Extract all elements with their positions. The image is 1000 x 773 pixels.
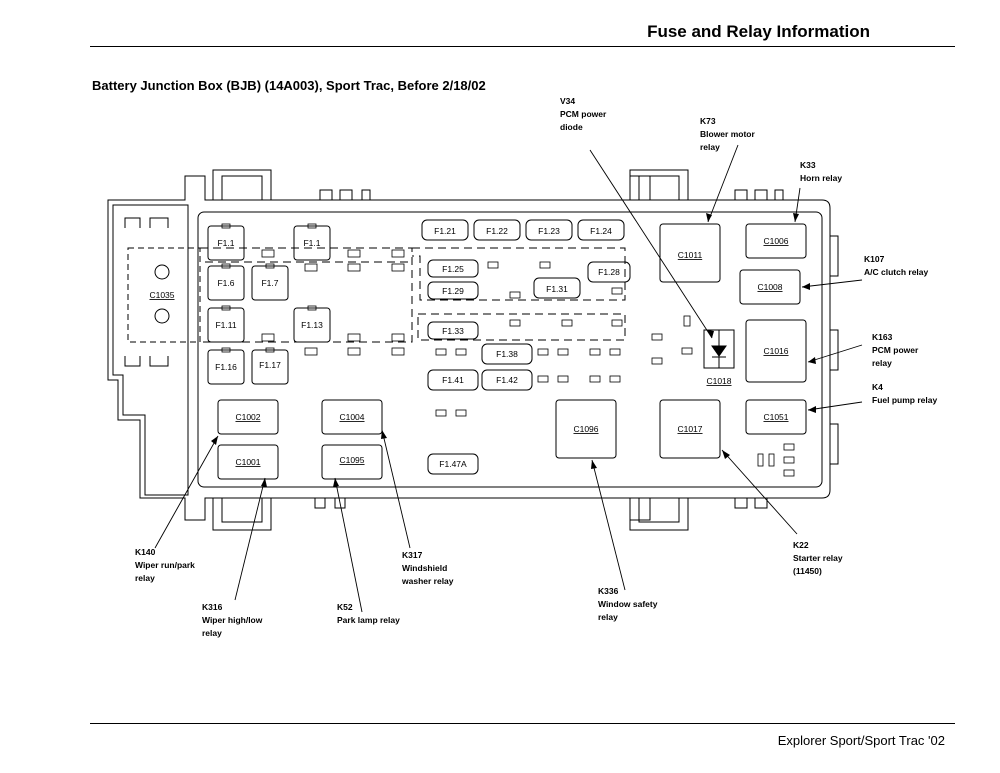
connector-c1016: C1016 [763, 346, 788, 356]
connector-c1002: C1002 [235, 412, 260, 422]
callout-k33-id: K33 [800, 160, 816, 170]
fuse-f1-21: F1.21 [434, 226, 456, 236]
callout-k316-line1: Wiper high/low [202, 615, 263, 625]
diagram-title: Battery Junction Box (BJB) (14A003), Spo… [92, 78, 486, 93]
leader-k52 [334, 477, 363, 613]
connector-c1008: C1008 [757, 282, 782, 292]
callout-k107-id: K107 [864, 254, 885, 264]
callout-k73-line2: relay [700, 142, 720, 152]
leader-k316 [234, 477, 266, 601]
callout-k73-line1: Blower motor [700, 129, 755, 139]
callout-k163-id: K163 [872, 332, 893, 342]
leader-k163 [807, 344, 863, 363]
callout-k140-line2: relay [135, 573, 155, 583]
connector-c1011: C1011 [678, 250, 703, 260]
fuse-f1-42: F1.42 [496, 375, 518, 385]
connector-c1096: C1096 [573, 424, 598, 434]
callout-k317-line2: washer relay [401, 576, 454, 586]
fuse-f1-13: F1.13 [301, 320, 323, 330]
callout-k107-line1: A/C clutch relay [864, 267, 929, 277]
callout-k22-line2: (11450) [793, 566, 822, 576]
leader-k336 [591, 459, 626, 591]
footer-text: Explorer Sport/Sport Trac '02 [777, 733, 945, 748]
fuse-f1-23: F1.23 [538, 226, 560, 236]
header-divider [90, 46, 955, 47]
callout-k317-id: K317 [402, 550, 423, 560]
leader-k4 [807, 401, 863, 411]
callout-k316-line2: relay [202, 628, 222, 638]
callout-k4-line1: Fuel pump relay [872, 395, 937, 405]
connector-c1035: C1035 [149, 290, 174, 300]
fuse-f1-1-right: F1.1 [303, 238, 320, 248]
leader-k22 [721, 449, 798, 535]
footer-divider [90, 723, 955, 724]
callout-k336-id: K336 [598, 586, 619, 596]
fuse-f1-22: F1.22 [486, 226, 508, 236]
leader-v34 [589, 149, 713, 339]
fuse-f1-28: F1.28 [598, 267, 620, 277]
fuse-f1-38: F1.38 [496, 349, 518, 359]
fuse-f1-6: F1.6 [217, 278, 234, 288]
callout-k336-line2: relay [598, 612, 618, 622]
c1035-dashed-region [127, 247, 201, 343]
callout-k4-id: K4 [872, 382, 883, 392]
callout-k336-line1: Window safety [598, 599, 658, 609]
callout-k52-line1: Park lamp relay [337, 615, 400, 625]
callout-k140-line1: Wiper run/park [135, 560, 195, 570]
callout-k52-id: K52 [337, 602, 353, 612]
callout-k163-line1: PCM power [872, 345, 919, 355]
page-header-title: Fuse and Relay Information [647, 22, 870, 41]
callout-k33-line1: Horn relay [800, 173, 842, 183]
fuse-f1-24: F1.24 [590, 226, 612, 236]
fuse-f1-11: F1.11 [215, 320, 236, 330]
housing-outline [107, 175, 831, 521]
leader-k140 [154, 435, 219, 549]
callout-k163-line2: relay [872, 358, 892, 368]
fuse-f1-7: F1.7 [261, 278, 278, 288]
connector-c1004: C1004 [339, 412, 364, 422]
callout-k22-id: K22 [793, 540, 809, 550]
callout-k140-id: K140 [135, 547, 156, 557]
fuse-f1-31: F1.31 [546, 284, 568, 294]
callout-v34-id: V34 [560, 96, 575, 106]
fuse-f1-25: F1.25 [442, 264, 464, 274]
fuse-f1-41: F1.41 [442, 375, 464, 385]
fuse-f1-47a: F1.47A [439, 459, 467, 469]
connector-c1017: C1017 [677, 424, 702, 434]
connector-c1006: C1006 [763, 236, 788, 246]
connector-c1095: C1095 [339, 455, 364, 465]
callout-k316-id: K316 [202, 602, 223, 612]
fuse-f1-33: F1.33 [442, 326, 464, 336]
leader-k317 [381, 429, 411, 549]
leader-k107 [801, 279, 863, 288]
callout-k73-id: K73 [700, 116, 716, 126]
connector-c1051: C1051 [763, 412, 788, 422]
fuse-f1-16: F1.16 [215, 362, 237, 372]
fuse-f1-29: F1.29 [442, 286, 464, 296]
connector-c1018: C1018 [706, 376, 731, 386]
callout-v34-line1: PCM power [560, 109, 607, 119]
fuse-f1-1-left: F1.1 [217, 238, 234, 248]
callout-v34-line2: diode [560, 122, 583, 132]
callout-k317-line1: Windshield [402, 563, 447, 573]
callout-k22-line1: Starter relay [793, 553, 843, 563]
fuse-f1-17: F1.17 [259, 360, 281, 370]
leader-k73 [707, 144, 739, 223]
connector-c1001: C1001 [235, 457, 260, 467]
